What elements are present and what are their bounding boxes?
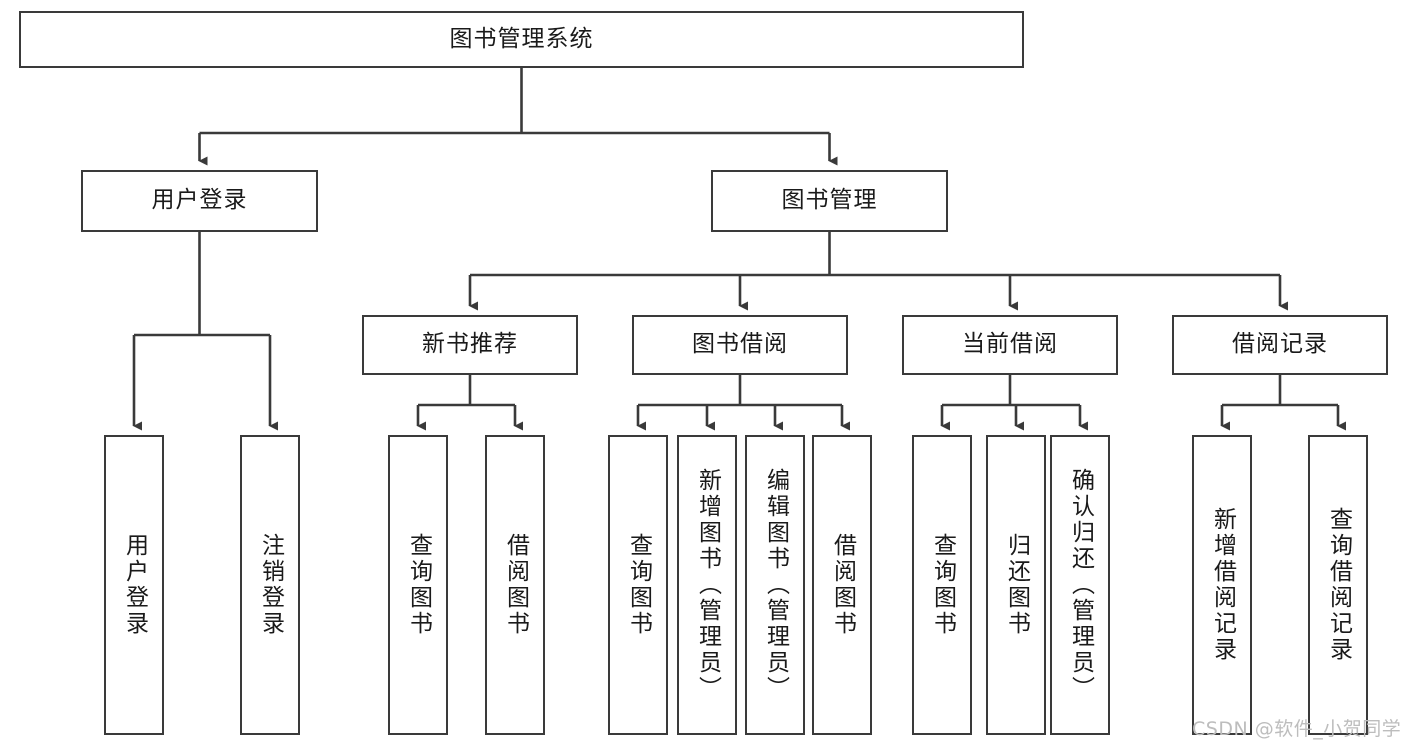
node-leaf-query-book-2-label: 查询图书 xyxy=(625,533,652,637)
node-leaf-return-book[interactable]: 归还图书 xyxy=(986,435,1046,735)
node-leaf-borrow-book-1[interactable]: 借阅图书 xyxy=(485,435,545,735)
node-leaf-borrow-book-1-label: 借阅图书 xyxy=(502,533,529,637)
node-user-login[interactable]: 用户登录 xyxy=(81,170,318,232)
node-new-book-rec[interactable]: 新书推荐 xyxy=(362,315,578,375)
node-borrow-record[interactable]: 借阅记录 xyxy=(1172,315,1388,375)
node-leaf-query-record-label: 查询借阅记录 xyxy=(1325,507,1352,663)
node-leaf-query-record[interactable]: 查询借阅记录 xyxy=(1308,435,1368,735)
node-leaf-borrow-book-2[interactable]: 借阅图书 xyxy=(812,435,872,735)
node-leaf-confirm-return[interactable]: 确认归还（管理员） xyxy=(1050,435,1110,735)
node-new-book-rec-label: 新书推荐 xyxy=(422,331,518,358)
node-leaf-user-login[interactable]: 用户登录 xyxy=(104,435,164,735)
node-leaf-add-book[interactable]: 新增图书（管理员） xyxy=(677,435,737,735)
node-leaf-edit-book[interactable]: 编辑图书（管理员） xyxy=(745,435,805,735)
node-user-login-label: 用户登录 xyxy=(151,187,248,214)
node-leaf-query-book-3[interactable]: 查询图书 xyxy=(912,435,972,735)
node-root[interactable]: 图书管理系统 xyxy=(19,11,1024,68)
node-book-manage[interactable]: 图书管理 xyxy=(711,170,948,232)
node-leaf-borrow-book-2-label: 借阅图书 xyxy=(829,533,856,637)
node-leaf-return-book-label: 归还图书 xyxy=(1003,533,1030,637)
node-book-borrow-label: 图书借阅 xyxy=(692,331,788,358)
node-leaf-add-record[interactable]: 新增借阅记录 xyxy=(1192,435,1252,735)
node-current-borrow-label: 当前借阅 xyxy=(962,331,1058,358)
node-root-label: 图书管理系统 xyxy=(449,25,594,52)
node-leaf-user-login-label: 用户登录 xyxy=(121,533,148,637)
node-book-borrow[interactable]: 图书借阅 xyxy=(632,315,848,375)
node-leaf-query-book-2[interactable]: 查询图书 xyxy=(608,435,668,735)
node-leaf-logout-label: 注销登录 xyxy=(257,533,284,637)
node-leaf-query-book-3-label: 查询图书 xyxy=(929,533,956,637)
watermark: CSDN @软件_小贺同学 xyxy=(1192,718,1402,740)
node-leaf-edit-book-label: 编辑图书（管理员） xyxy=(762,468,789,702)
node-book-manage-label: 图书管理 xyxy=(781,187,878,214)
node-leaf-logout[interactable]: 注销登录 xyxy=(240,435,300,735)
node-leaf-confirm-return-label: 确认归还（管理员） xyxy=(1067,468,1094,702)
node-leaf-add-record-label: 新增借阅记录 xyxy=(1209,507,1236,663)
node-current-borrow[interactable]: 当前借阅 xyxy=(902,315,1118,375)
node-leaf-add-book-label: 新增图书（管理员） xyxy=(694,468,721,702)
node-leaf-query-book-1-label: 查询图书 xyxy=(405,533,432,637)
node-borrow-record-label: 借阅记录 xyxy=(1232,331,1328,358)
node-leaf-query-book-1[interactable]: 查询图书 xyxy=(388,435,448,735)
